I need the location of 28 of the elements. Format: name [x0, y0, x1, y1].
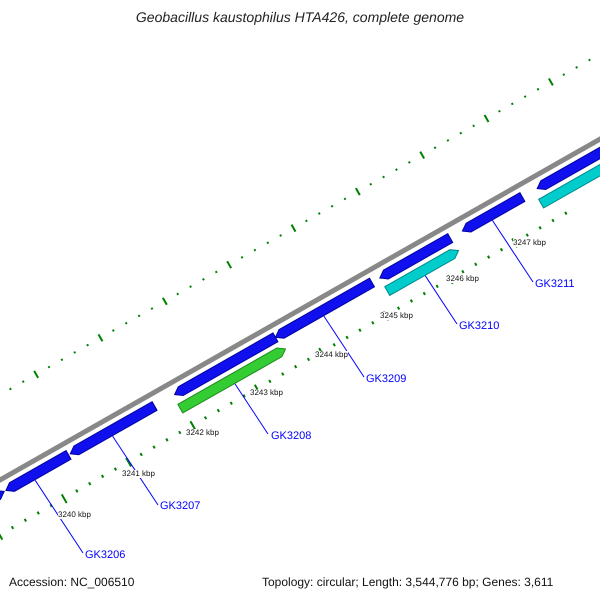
accession-text: Accession: NC_006510	[9, 576, 134, 588]
gene-bar	[5, 450, 72, 492]
scale-label: 3245 kbp	[380, 312, 413, 320]
gene-label: GK3206	[85, 550, 126, 561]
leader-line	[112, 436, 158, 506]
gene-label: GK3207	[160, 501, 200, 512]
gene-bar	[274, 277, 376, 339]
scale-label: 3243 kbp	[250, 389, 283, 397]
leader-line	[234, 383, 268, 434]
gene-label: GK3211	[535, 279, 575, 290]
gene-label: GK3208	[271, 431, 312, 442]
gene-bar	[70, 400, 158, 456]
leader-line	[492, 220, 534, 282]
leader-line	[323, 316, 364, 378]
leader-line	[424, 275, 458, 324]
gene-label: GK3210	[459, 321, 500, 332]
scale-label: 3240 kbp	[58, 511, 91, 519]
gene-label: GK3209	[366, 374, 406, 385]
scale-label: 3241 kbp	[122, 470, 155, 478]
leader-line	[34, 480, 84, 554]
scale-label: 3247 kbp	[513, 239, 546, 247]
gene-bar	[177, 347, 286, 414]
scale-label: 3242 kbp	[186, 429, 219, 437]
gene-bar	[462, 192, 526, 233]
map-title: Geobacillus kaustophilus HTA426, complete genome	[134, 10, 466, 24]
scale-label: 3246 kbp	[446, 275, 479, 283]
scale-label: 3244 kbp	[315, 351, 348, 359]
genome-info-text: Topology: circular; Length: 3,544,776 bp; Genes: 3,611	[262, 576, 554, 588]
